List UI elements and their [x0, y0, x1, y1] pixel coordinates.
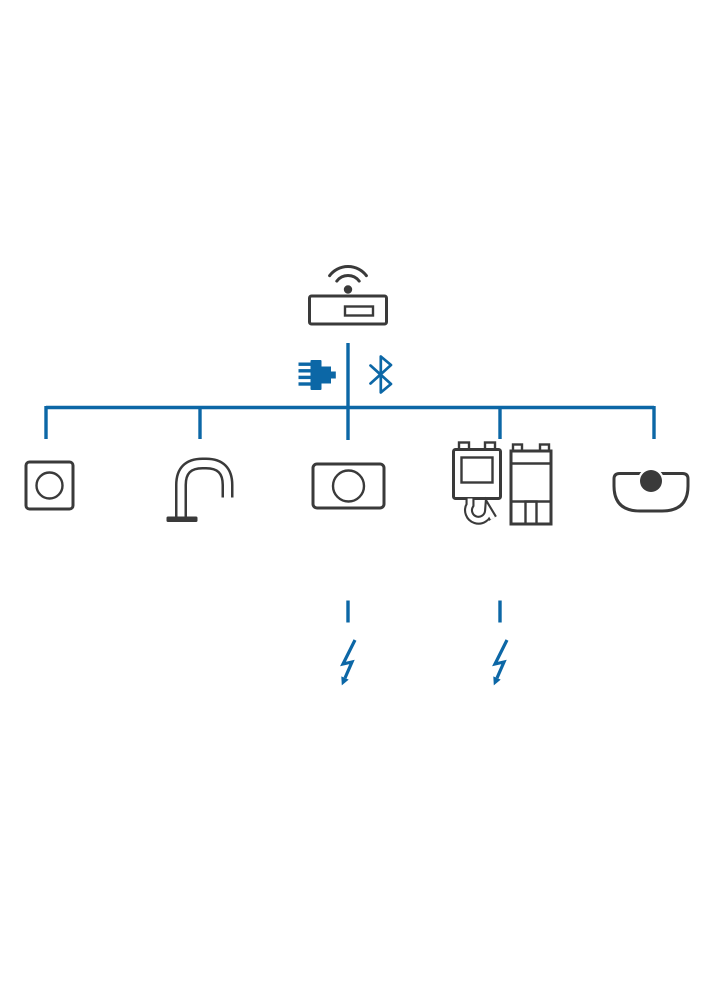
wired-connector-icon: [298, 360, 336, 390]
bluetooth-icon: [369, 355, 393, 394]
gateway-box: [308, 294, 388, 326]
connector-plug: [321, 366, 331, 384]
actuator-circle: [331, 469, 366, 503]
trap-tube-inner: [466, 498, 496, 523]
connector-pin: [298, 362, 311, 366]
actuator-plate: [311, 462, 386, 510]
lightning-bolt-icon: [340, 639, 357, 686]
bluetooth-rune: [369, 355, 393, 394]
bolt-zigzag: [340, 639, 357, 679]
concealed-cistern-icon: [509, 443, 553, 526]
control-housing: [452, 448, 502, 500]
connector-body: [310, 360, 322, 390]
urinal-bowl: [612, 472, 690, 513]
control-window: [460, 456, 494, 484]
cistern-frame: [509, 449, 553, 526]
flush-button-icon: [24, 460, 75, 511]
button-plate: [24, 460, 75, 511]
connector-pin: [298, 369, 311, 373]
connector-stub: [331, 371, 336, 379]
urinal-flush-control-icon: [612, 467, 690, 513]
bolt-arrowhead: [341, 676, 349, 686]
connector-pin: [298, 375, 311, 380]
cistern-outlet: [524, 500, 538, 526]
wifi-dot: [343, 285, 353, 294]
sensor-faucet-icon: [166, 457, 234, 522]
bolt-arrowhead: [493, 676, 501, 686]
button-circle: [35, 471, 64, 500]
wifi-arc-outer: [328, 265, 368, 278]
faucet-tube-inner: [177, 460, 231, 521]
lightning-bolt-icon: [492, 639, 509, 686]
gateway-slot: [343, 305, 375, 317]
actuator-plate-icon: [311, 462, 386, 510]
wifi-arc-inner: [335, 274, 361, 283]
wifi-gateway-icon: [308, 265, 388, 326]
connector-pin: [298, 382, 311, 386]
bolt-zigzag: [492, 639, 509, 679]
flush-control-with-trap-icon: [452, 441, 502, 525]
urinal-sensor-ball: [637, 467, 665, 495]
faucet-base: [166, 516, 198, 522]
